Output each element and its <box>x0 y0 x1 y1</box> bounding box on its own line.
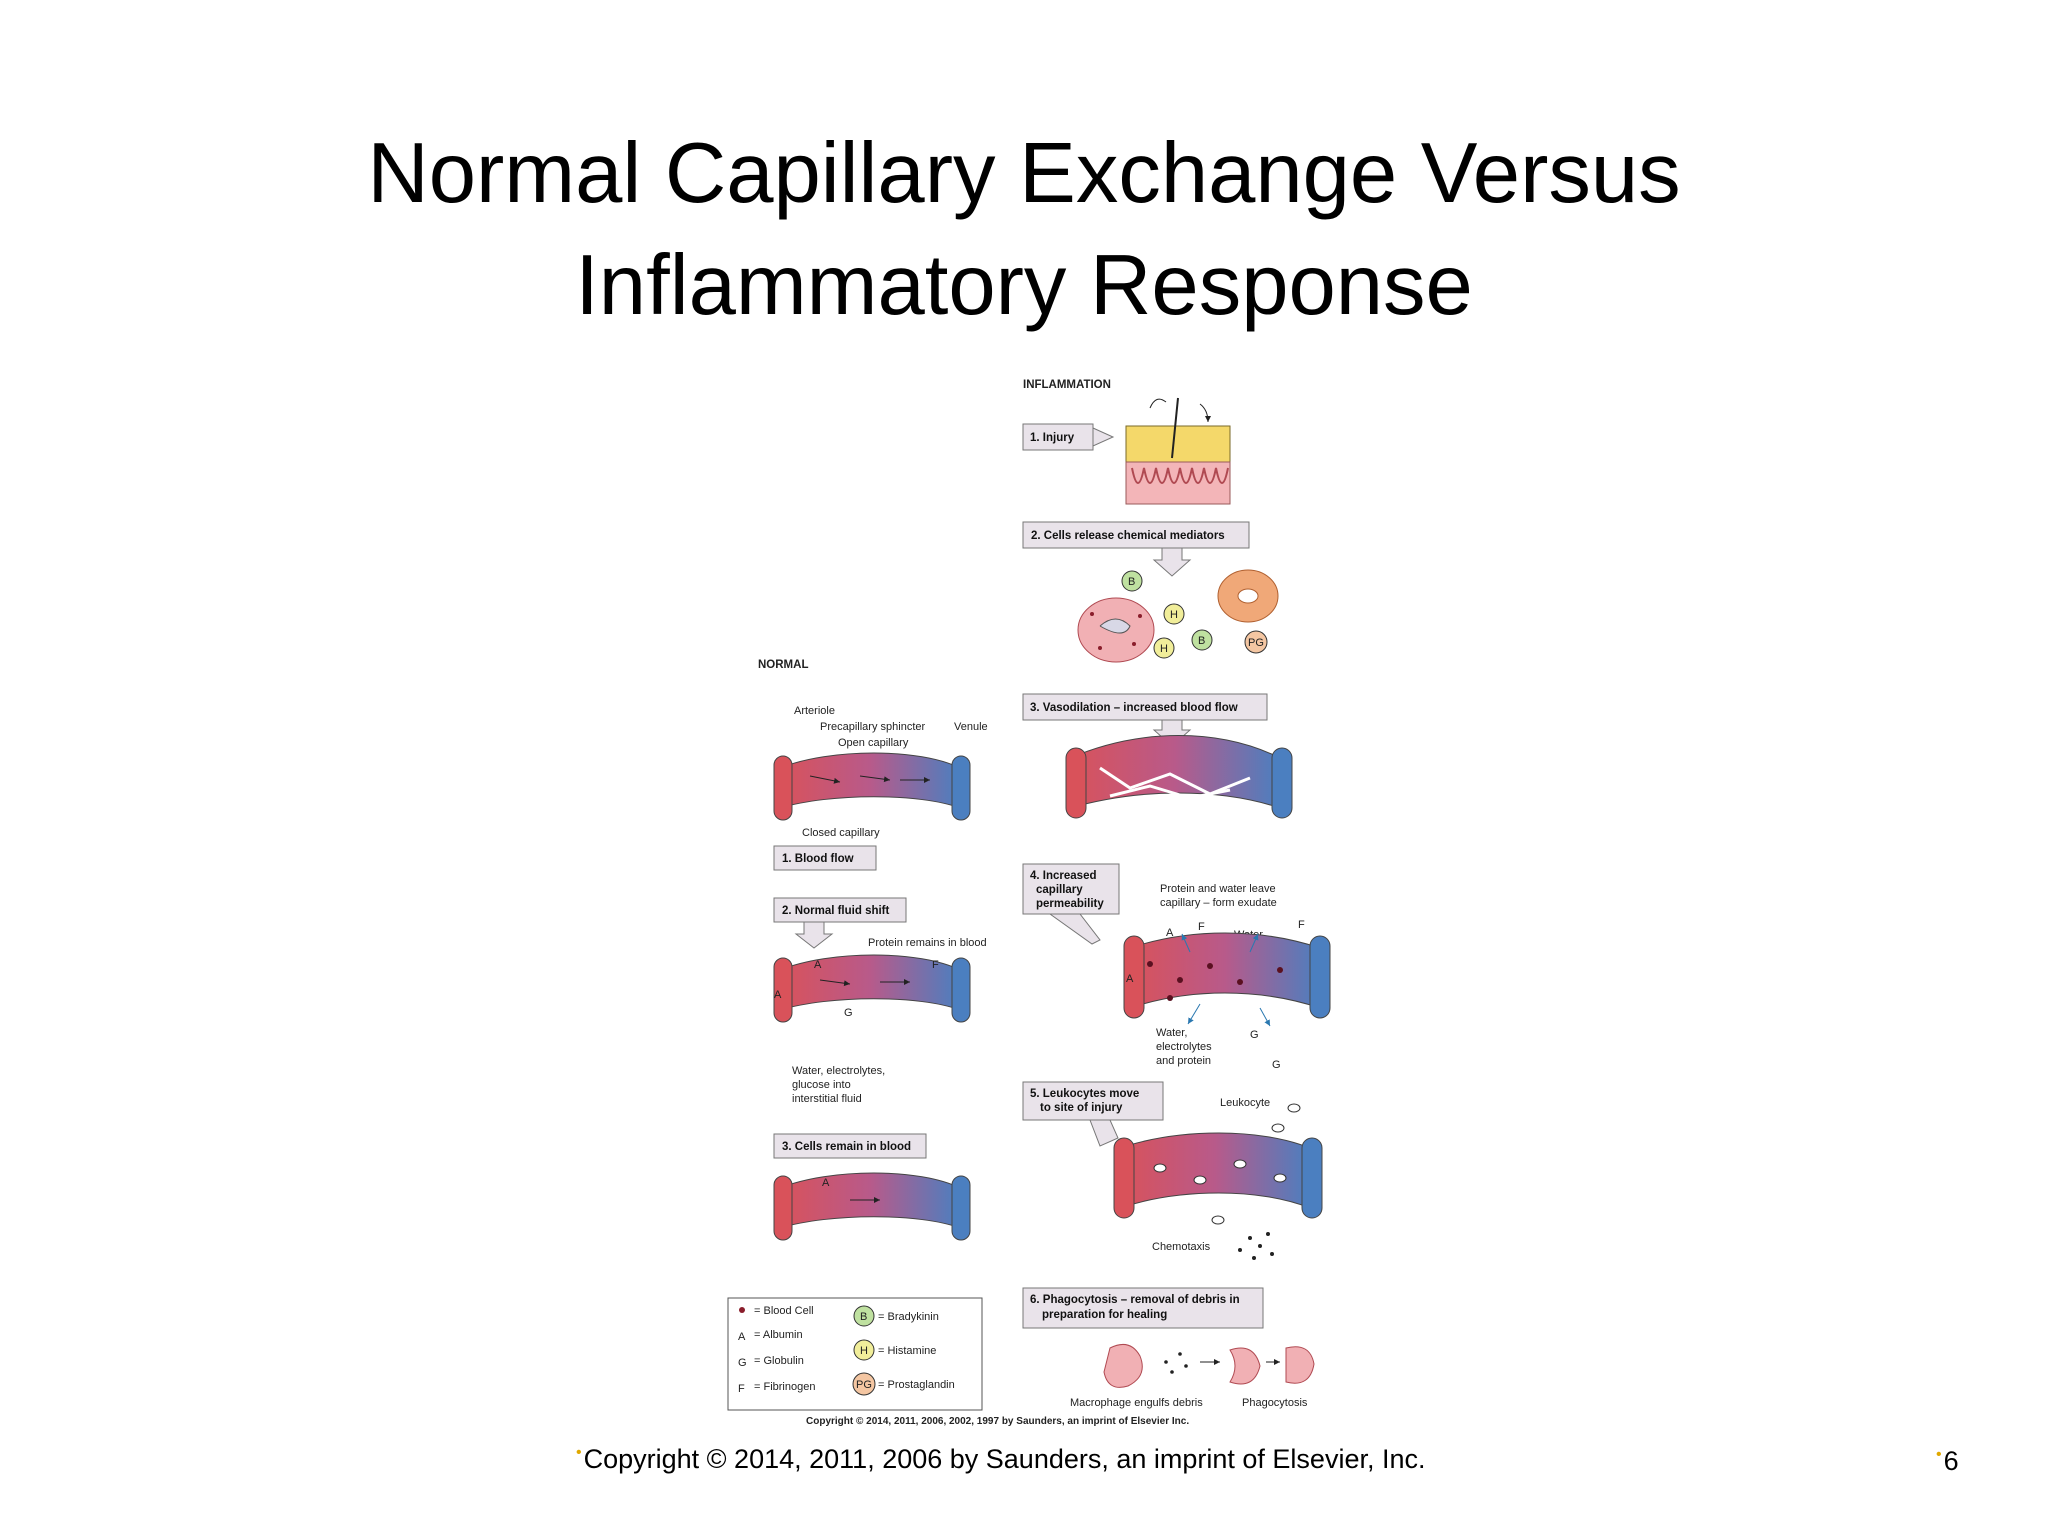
svg-text:F: F <box>1298 919 1305 931</box>
svg-text:F: F <box>738 1383 745 1395</box>
svg-text:5. Leukocytes move: 5. Leukocytes move <box>1030 1088 1139 1100</box>
macrophage-label: Macrophage engulfs debris <box>1070 1397 1203 1409</box>
exudate-label-2: capillary – form exudate <box>1160 897 1277 909</box>
figure-copyright: Copyright © 2014, 2011, 2006, 2002, 1997… <box>806 1416 1189 1427</box>
histamine-marker-2: H <box>1153 637 1175 659</box>
svg-text:interstitial fluid: interstitial fluid <box>792 1093 862 1105</box>
macrophage-illustration <box>1103 1343 1315 1388</box>
title-line-1: Normal Capillary Exchange Versus <box>367 126 1681 221</box>
legend: = Blood Cell A = Albumin G = Globulin F … <box>727 1297 983 1411</box>
normal-blood-flow: Arteriole Precapillary sphincter Open ca… <box>773 705 988 871</box>
svg-text:A: A <box>774 989 782 1001</box>
normal-capillary-bed-3 <box>773 1172 971 1241</box>
svg-text:H: H <box>860 1345 868 1357</box>
svg-text:G: G <box>1250 1029 1259 1041</box>
normal-capillary-bed-1 <box>773 752 971 821</box>
svg-text:= Histamine: = Histamine <box>878 1345 936 1357</box>
svg-text:PG: PG <box>1248 637 1264 649</box>
step-leukocytes: 5. Leukocytes move to site of injury Leu… <box>1022 1081 1323 1260</box>
title-line-2: Inflammatory Response <box>575 238 1473 333</box>
skin-injury-illustration <box>1125 397 1231 505</box>
svg-text:= Blood Cell: = Blood Cell <box>754 1305 814 1317</box>
histamine-marker: H <box>1163 603 1185 625</box>
dilated-capillary-bed <box>1065 735 1293 819</box>
debris-cluster <box>1238 1232 1274 1260</box>
normal-heading: NORMAL <box>758 659 808 671</box>
svg-text:A: A <box>1166 927 1174 939</box>
normal-fluid-shift: 2. Normal fluid shift Protein remains in… <box>773 897 987 1105</box>
svg-text:B: B <box>860 1311 867 1323</box>
inflammation-heading: INFLAMMATION <box>1023 379 1111 391</box>
platelet-illustration <box>1217 569 1279 623</box>
prostaglandin-marker: PG <box>1244 630 1268 654</box>
bradykinin-marker-2: B <box>1191 629 1213 651</box>
svg-text:A: A <box>1126 973 1134 985</box>
svg-text:A: A <box>738 1331 746 1343</box>
step-permeability: 4. Increased capillary permeability Prot… <box>1022 863 1331 1071</box>
svg-text:B: B <box>1128 576 1135 588</box>
step-injury: 1. Injury <box>1022 397 1231 505</box>
svg-text:= Globulin: = Globulin <box>754 1355 804 1367</box>
svg-text:to site of injury: to site of injury <box>1040 1102 1123 1114</box>
footer-copyright-text: Copyright © 2014, 2011, 2006 by Saunders… <box>583 1444 1426 1474</box>
leaky-capillary-bed <box>1123 932 1331 1027</box>
svg-text:Open capillary: Open capillary <box>838 737 909 749</box>
svg-text:H: H <box>1170 609 1178 621</box>
step-cells-remain-label: 3. Cells remain in blood <box>782 1141 911 1153</box>
svg-text:= Albumin: = Albumin <box>754 1329 803 1341</box>
svg-text:and protein: and protein <box>1156 1055 1211 1067</box>
bullet-icon: • <box>576 1444 582 1461</box>
svg-text:Closed capillary: Closed capillary <box>802 827 880 839</box>
slide-title: Normal Capillary Exchange Versus Inflamm… <box>0 118 2048 342</box>
svg-text:Venule: Venule <box>954 721 988 733</box>
svg-text:PG: PG <box>856 1379 872 1391</box>
phagocytosis-label: Phagocytosis <box>1242 1397 1308 1409</box>
svg-text:G: G <box>1272 1059 1281 1071</box>
svg-text:6. Phagocytosis – removal of d: 6. Phagocytosis – removal of debris in <box>1030 1294 1240 1306</box>
step-blood-flow-label: 1. Blood flow <box>782 853 854 865</box>
svg-text:B: B <box>1198 635 1205 647</box>
step-injury-label: 1. Injury <box>1030 432 1075 444</box>
capillary-diagram: INFLAMMATION 1. Injury 2. Cells release … <box>720 368 1340 1438</box>
svg-text:F: F <box>932 959 939 971</box>
svg-text:preparation for healing: preparation for healing <box>1042 1309 1167 1321</box>
page-number: •6 <box>1936 1446 1959 1477</box>
svg-text:= Prostaglandin: = Prostaglandin <box>878 1379 955 1391</box>
bullet-icon: • <box>1936 1446 1942 1463</box>
chemotaxis-label: Chemotaxis <box>1152 1241 1211 1253</box>
bradykinin-marker: B <box>1121 570 1143 592</box>
step-fluid-shift-label: 2. Normal fluid shift <box>782 905 890 917</box>
step-phagocytosis: 6. Phagocytosis – removal of debris in p… <box>1022 1287 1315 1409</box>
svg-text:F: F <box>1198 921 1205 933</box>
step-vasodilation: 3. Vasodilation – increased blood flow <box>1022 693 1293 819</box>
svg-text:= Fibrinogen: = Fibrinogen <box>754 1381 815 1393</box>
footer-copyright: •Copyright © 2014, 2011, 2006 by Saunder… <box>576 1444 1426 1475</box>
svg-text:A: A <box>822 1177 830 1189</box>
svg-text:permeability: permeability <box>1036 898 1104 910</box>
svg-text:electrolytes: electrolytes <box>1156 1041 1212 1053</box>
leukocyte-label: Leukocyte <box>1220 1097 1270 1109</box>
svg-text:Protein remains in blood: Protein remains in blood <box>868 937 987 949</box>
step-mediators: 2. Cells release chemical mediators B H … <box>1022 521 1279 663</box>
svg-text:Water,: Water, <box>1156 1027 1187 1039</box>
normal-cells-remain: 3. Cells remain in blood A <box>773 1133 971 1241</box>
normal-capillary-bed-2 <box>773 954 971 1023</box>
svg-text:Water, electrolytes,: Water, electrolytes, <box>792 1065 885 1077</box>
step-mediators-label: 2. Cells release chemical mediators <box>1031 530 1225 542</box>
svg-text:Arteriole: Arteriole <box>794 705 835 717</box>
svg-text:G: G <box>844 1007 853 1019</box>
svg-text:= Bradykinin: = Bradykinin <box>878 1311 939 1323</box>
svg-text:capillary: capillary <box>1036 884 1083 896</box>
page-number-text: 6 <box>1943 1446 1959 1476</box>
svg-text:G: G <box>738 1357 747 1369</box>
step-vasodilation-label: 3. Vasodilation – increased blood flow <box>1030 702 1238 714</box>
svg-text:glucose into: glucose into <box>792 1079 851 1091</box>
mast-cell-illustration <box>1077 597 1155 663</box>
svg-text:H: H <box>1160 643 1168 655</box>
leukocyte-capillary-bed <box>1113 1103 1323 1225</box>
svg-text:Precapillary sphincter: Precapillary sphincter <box>820 721 925 733</box>
svg-text:A: A <box>814 959 822 971</box>
svg-text:4. Increased: 4. Increased <box>1030 870 1096 882</box>
exudate-label-1: Protein and water leave <box>1160 883 1276 895</box>
